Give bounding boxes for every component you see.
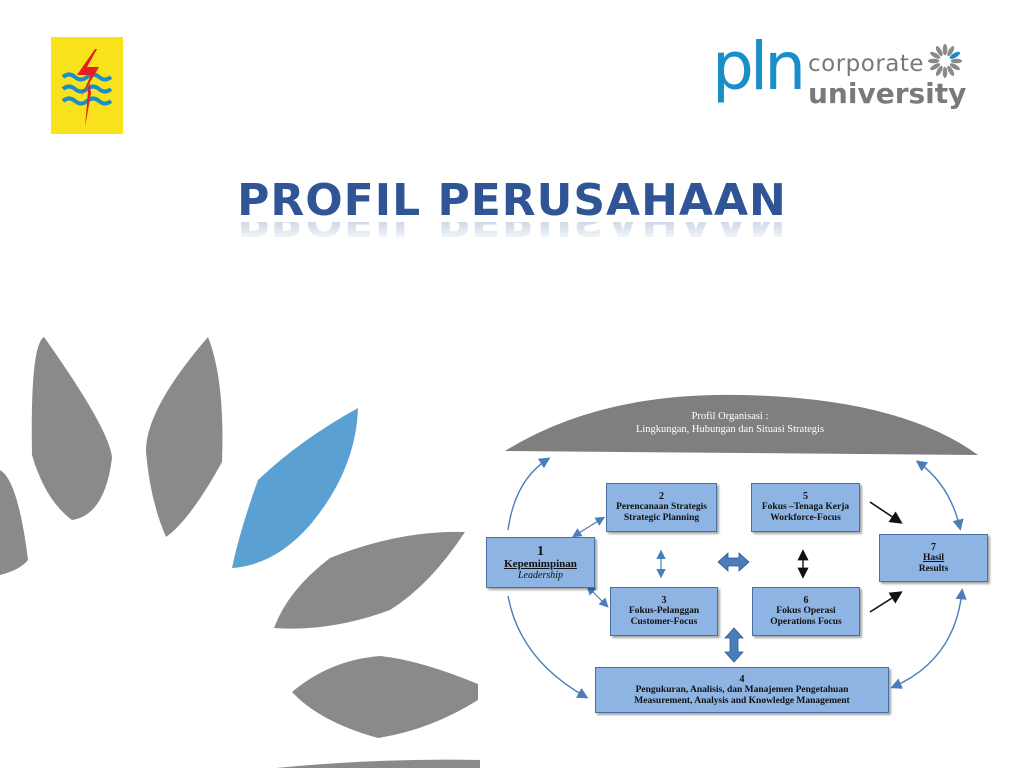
box-title: Fokus-Pelanggan [629, 606, 699, 617]
box-operations-focus: 6 Fokus Operasi Operations Focus [752, 587, 860, 636]
box-subtitle: Results [919, 564, 949, 575]
box-subtitle: Strategic Planning [624, 513, 699, 524]
pln-logo [51, 37, 123, 134]
decorative-petals [0, 330, 480, 768]
logo-university-text: university [808, 80, 966, 108]
box-number: 4 [740, 674, 745, 685]
pln-corporate-university-logo: pln corporate university [712, 40, 962, 120]
box-subtitle: Workforce-Focus [770, 513, 841, 524]
box-title: Fokus –Tenaga Kerja [762, 502, 849, 513]
logo-pln-text: pln [712, 34, 802, 100]
box-subtitle: Leadership [518, 570, 563, 581]
double-arrow-horizontal-icon [718, 553, 749, 571]
box-results: 7 Hasil Results [879, 534, 988, 582]
box-subtitle: Operations Focus [770, 617, 842, 628]
page-title: PROFIL PERUSAHAAN [0, 176, 1024, 226]
logo-corporate-text: corporate [808, 53, 924, 76]
box-number: 3 [662, 595, 667, 606]
double-arrow-vertical-icon [725, 628, 743, 662]
box-title: Hasil [923, 553, 944, 564]
box-title: Pengukuran, Analisis, dan Manajemen Peng… [636, 685, 849, 696]
box-number: 1 [537, 544, 544, 559]
box-number: 6 [804, 595, 809, 606]
box-strategic-planning: 2 Perencanaan Strategis Strategic Planni… [606, 483, 717, 532]
box-number: 7 [931, 542, 936, 553]
page-title-reflection: PROFIL PERUSAHAAN [0, 222, 1024, 244]
sunburst-icon [926, 42, 964, 80]
box-title: Perencanaan Strategis [616, 502, 707, 513]
profile-line-2: Lingkungan, Hubungan dan Situasi Strateg… [580, 423, 880, 436]
profile-line-1: Profil Organisasi : [580, 410, 880, 423]
box-title: Fokus Operasi [776, 606, 835, 617]
box-leadership: 1 Kepemimpinan Leadership [486, 537, 595, 588]
box-measurement-analysis: 4 Pengukuran, Analisis, dan Manajemen Pe… [595, 667, 889, 713]
box-customer-focus: 3 Fokus-Pelanggan Customer-Focus [610, 587, 718, 636]
profile-organization-label: Profil Organisasi : Lingkungan, Hubungan… [580, 410, 880, 436]
box-number: 5 [803, 491, 808, 502]
box-subtitle: Customer-Focus [631, 617, 698, 628]
box-number: 2 [659, 491, 664, 502]
box-workforce-focus: 5 Fokus –Tenaga Kerja Workforce-Focus [751, 483, 860, 532]
box-subtitle: Measurement, Analysis and Knowledge Mana… [634, 696, 849, 707]
box-title: Kepemimpinan [504, 559, 577, 570]
